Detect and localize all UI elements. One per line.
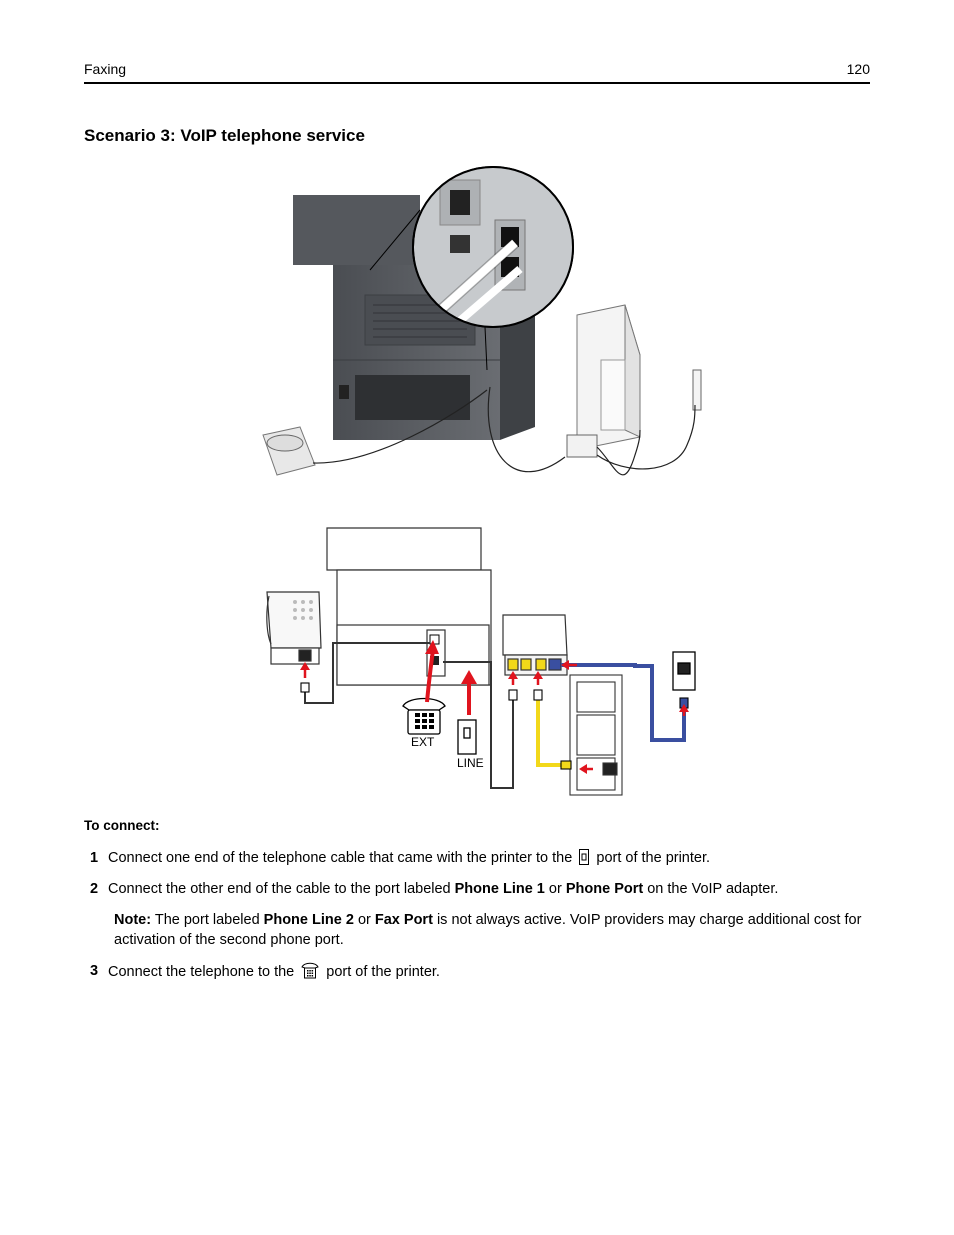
page-number: 120 xyxy=(846,61,870,77)
step-number: 1 xyxy=(90,850,99,866)
connection-arrows xyxy=(300,640,689,774)
ext-telephone-icon xyxy=(402,697,446,735)
phone-photo xyxy=(262,426,316,476)
page-header: Faxing 120 xyxy=(84,60,870,84)
ethernet-wall-jack xyxy=(672,651,696,691)
note: Note: The port labeled Phone Line 2 or F… xyxy=(114,912,862,948)
step-number: 2 xyxy=(90,881,99,897)
section-name: Faxing xyxy=(84,61,127,77)
computer-photo xyxy=(576,304,641,448)
computer-outline xyxy=(569,674,623,796)
step-text: Connect one end of the telephone cable t… xyxy=(108,849,711,866)
ext-label: EXT xyxy=(411,735,435,749)
connect-heading: To connect: xyxy=(84,818,160,833)
telephone-icon xyxy=(301,962,319,979)
wiring-diagram: EXT LINE xyxy=(266,527,696,796)
printer-ext-port xyxy=(430,656,439,665)
step-number: 3 xyxy=(90,963,99,979)
telephone-outline xyxy=(266,591,322,665)
step-text: Connect the telephone to the port of the… xyxy=(108,961,440,982)
wall-jack-photo xyxy=(692,369,702,411)
printer-line-port xyxy=(429,634,440,645)
line-port-icon xyxy=(579,849,590,865)
scenario-title: Scenario 3: VoIP telephone service xyxy=(84,126,365,145)
line-label: LINE xyxy=(457,756,484,770)
step-text: Connect the other end of the cable to th… xyxy=(108,881,779,897)
line-wall-jack xyxy=(457,719,477,755)
voip-adapter-photo xyxy=(566,434,598,458)
photo-illustration xyxy=(262,166,702,476)
voip-adapter-outline xyxy=(502,614,568,676)
